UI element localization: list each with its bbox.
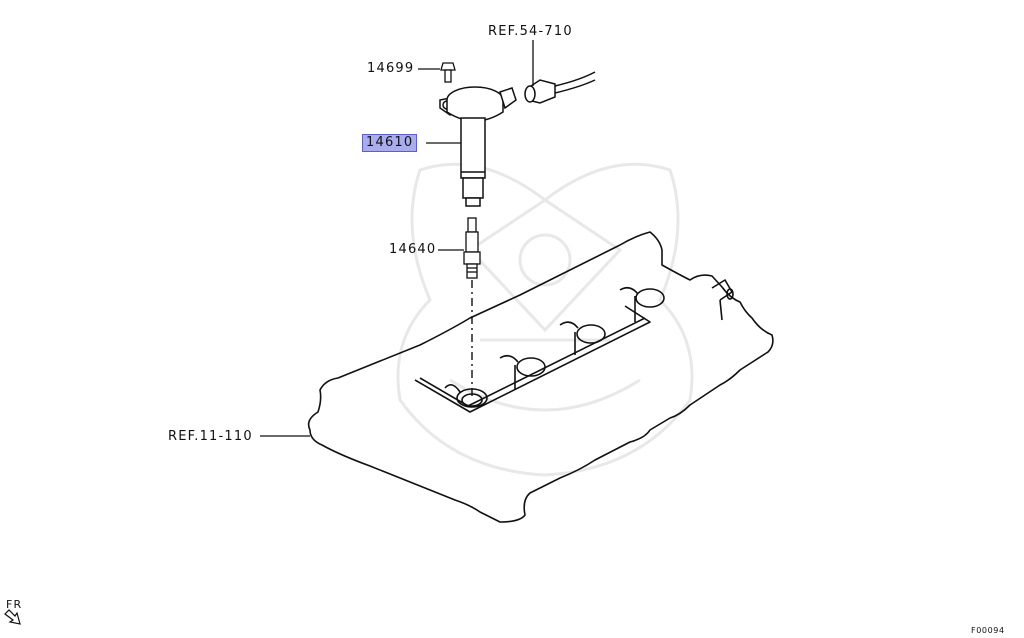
watermark-emblem bbox=[396, 162, 694, 477]
label-ref-connector[interactable]: REF.54-710 bbox=[488, 24, 573, 39]
bolt bbox=[440, 62, 456, 83]
leader-lines bbox=[260, 40, 534, 437]
label-coil-part-number[interactable]: 14610 bbox=[362, 134, 418, 152]
valve-cover bbox=[307, 231, 774, 523]
label-spark-plug-part-number[interactable]: 14640 bbox=[389, 242, 437, 257]
label-bolt-part-number[interactable]: 14699 bbox=[367, 61, 415, 76]
label-ref-valve-cover[interactable]: REF.11-110 bbox=[168, 429, 253, 444]
spark-plug bbox=[463, 217, 481, 279]
front-direction-arrow-icon bbox=[4, 609, 21, 625]
figure-id: F00094 bbox=[971, 626, 1005, 635]
harness-connector bbox=[524, 71, 596, 104]
ignition-coil bbox=[439, 86, 517, 207]
orientation-label: FR bbox=[6, 598, 23, 611]
